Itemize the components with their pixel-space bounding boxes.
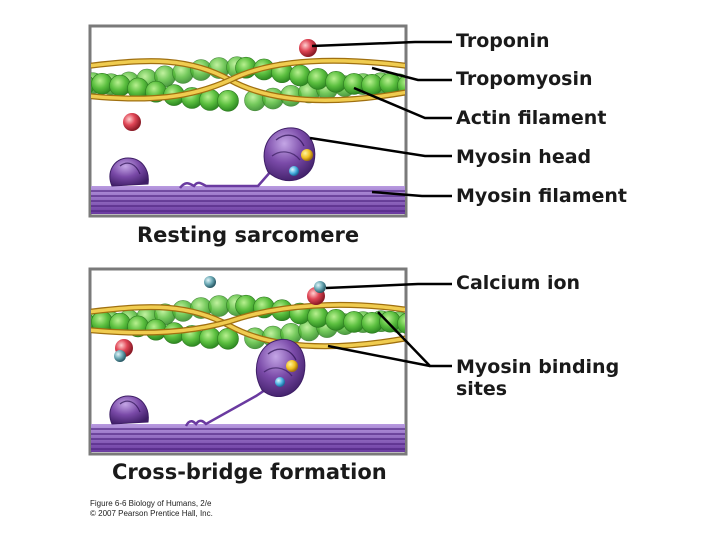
myosin-head [263,127,316,182]
actin-monomer [325,309,347,331]
myosin-head-small [109,395,149,425]
tropomyosin [91,301,405,350]
actin-monomer [407,72,428,93]
credit-line-1: Figure 6-6 Biology of Humans, 2/e [90,499,212,508]
actin-monomer [397,312,405,334]
leader-actin-filament [353,86,452,120]
myosin-neck [179,169,273,189]
actin-filament [91,294,428,350]
leader-binding-sites-b [327,344,431,368]
calcium-ion-icon [114,350,126,362]
calcium-ion-icon [204,276,216,288]
label-troponin: Troponin [456,30,550,52]
label-myosin-binding-sites-line2: sites [456,378,508,400]
troponin-complex [123,113,141,131]
credit-line-2: © 2007 Pearson Prentice Hall, Inc. [90,509,213,518]
myosin-binding-site-icon [301,149,313,161]
leader-lines [309,40,452,368]
actin-monomer [307,306,329,328]
atp-site-icon [275,377,285,387]
tropomyosin [91,57,405,104]
label-myosin-filament: Myosin filament [456,185,628,207]
caption-resting-sarcomere: Resting sarcomere [137,223,360,247]
label-tropomyosin: Tropomyosin [456,68,593,90]
troponin-complex [299,39,317,57]
myosin-filament [91,424,405,452]
actin-monomer [325,71,347,93]
actin-monomer [91,72,113,95]
caption-cross-bridge-formation: Cross-bridge formation [112,460,387,484]
leader-calcium-ion [325,282,452,290]
myosin-neck [184,386,269,427]
actin-monomer [217,89,239,112]
label-myosin-head: Myosin head [456,146,592,168]
label-actin-filament: Actin filament [456,107,607,129]
cross-bridge-panel [88,267,428,456]
figure-credit: Figure 6-6 Biology of Humans, 2/e © 2007… [90,499,213,519]
myosin-head [255,338,306,398]
label-myosin-binding-sites: Myosin binding sites [456,356,619,400]
calcium-ion-icon [314,281,326,293]
actin-monomer [289,64,311,87]
leader-myosin-filament [371,190,452,198]
leader-troponin [311,40,452,48]
leader-myosin-head [309,136,452,158]
label-myosin-binding-sites-line1: Myosin binding [456,356,620,378]
actin-monomer [407,310,428,331]
label-calcium-ion: Calcium ion [456,272,581,294]
actin-monomer [109,74,131,97]
myosin-binding-site-icon [286,360,298,372]
actin-monomer [307,68,329,90]
leader-tropomyosin [371,66,452,82]
resting-panel [88,24,428,218]
atp-site-icon [289,166,299,176]
myosin-head-small [109,157,149,187]
myosin-filament [91,186,405,214]
